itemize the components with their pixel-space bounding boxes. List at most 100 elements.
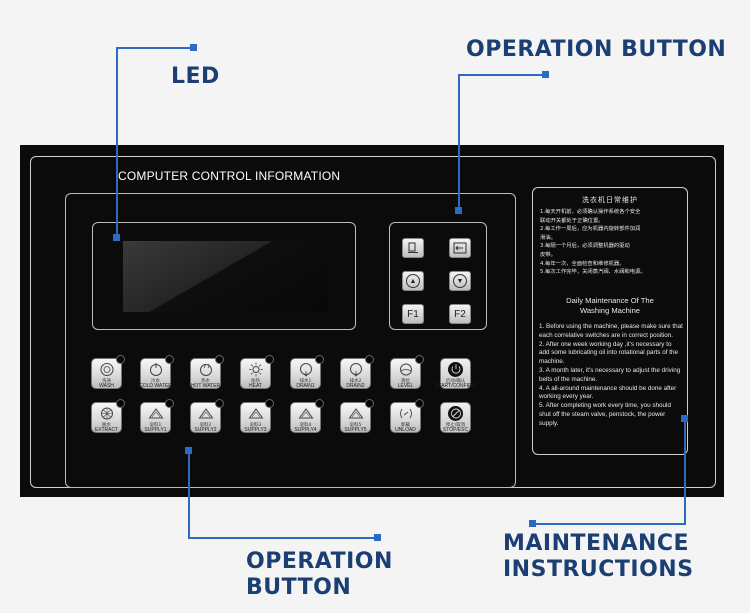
key-en-label: UNLOAD bbox=[395, 427, 416, 433]
key-zh-label: 加热 bbox=[251, 379, 260, 384]
unload-indicator bbox=[415, 399, 424, 408]
level-key[interactable]: 液位 LEVEL bbox=[390, 355, 424, 389]
operation-button-group bbox=[389, 222, 487, 330]
key-zh-label: 启动/确认 bbox=[445, 379, 466, 384]
key-zh-label: 皂料3 bbox=[249, 423, 262, 428]
callout-line-2: BUTTON bbox=[246, 575, 352, 600]
supply1-indicator bbox=[165, 399, 174, 408]
led-callout-label: LED bbox=[171, 64, 220, 89]
key-en-label: COLD WATER bbox=[139, 383, 172, 389]
key-zh-label: 排水2 bbox=[349, 379, 362, 384]
key-en-label: SUPPLY2 bbox=[194, 427, 217, 433]
supply4-key[interactable]: 皂料4 SUPPLY4 bbox=[290, 399, 324, 433]
operation-button-callout-top: OPERATION BUTTON bbox=[466, 37, 727, 62]
supply1-key[interactable]: 皂料1 SUPPLY1 bbox=[140, 399, 174, 433]
supply-icon bbox=[348, 408, 364, 419]
supply-icon bbox=[198, 408, 214, 419]
key-zh-label: 皂料4 bbox=[299, 423, 312, 428]
maintenance-target-marker bbox=[681, 415, 688, 422]
operation-button-callout-bottom: OPERATION BUTTON bbox=[246, 549, 393, 601]
supply2-key[interactable]: 皂料2 SUPPLY2 bbox=[190, 399, 224, 433]
extract-indicator bbox=[116, 399, 125, 408]
supply3-key[interactable]: 皂料3 SUPPLY3 bbox=[240, 399, 274, 433]
drain1-indicator bbox=[315, 355, 324, 364]
en-title-line-1: Daily Maintenance Of The bbox=[566, 296, 654, 305]
f2-button[interactable]: F2 bbox=[449, 304, 471, 324]
drain2-key[interactable]: 排水2 DRAIN2 bbox=[340, 355, 374, 389]
down-arrow-icon: ▼ bbox=[453, 274, 467, 288]
wash-key[interactable]: 洗涤 WASH bbox=[91, 355, 125, 389]
up-arrow-icon: ▲ bbox=[406, 274, 420, 288]
hot-water-key[interactable]: 热水 HOT WATER bbox=[190, 355, 224, 389]
heat-indicator bbox=[265, 355, 274, 364]
drain1-key[interactable]: 排水1 DRAIN1 bbox=[290, 355, 324, 389]
supply3-indicator bbox=[265, 399, 274, 408]
key-en-label: EXTRACT bbox=[94, 427, 119, 433]
extract-icon bbox=[101, 407, 113, 420]
supply-icon bbox=[298, 408, 314, 419]
zh-line: 联动开关都处于正确位置。 bbox=[540, 217, 604, 224]
key-en-label: HEAT bbox=[249, 383, 262, 389]
maintenance-zh-title: 洗衣机日常维护 bbox=[582, 196, 638, 204]
maintenance-callout-line-vertical bbox=[684, 418, 686, 524]
down-button[interactable]: ▼ bbox=[449, 271, 471, 291]
supply4-indicator bbox=[315, 399, 324, 408]
op-top-target-marker bbox=[455, 207, 462, 214]
zh-line: 1.每天开机前，必须确认操作系统各个安全 bbox=[540, 209, 641, 215]
document-button[interactable] bbox=[402, 238, 424, 258]
op-bottom-callout-line-horizontal bbox=[188, 537, 378, 539]
extract-key[interactable]: 脱水 EXTRACT bbox=[91, 399, 125, 433]
key-en-label: DRAIN1 bbox=[296, 383, 315, 389]
callout-line-2: INSTRUCTIONS bbox=[503, 557, 694, 582]
drain-icon bbox=[300, 363, 312, 377]
cold-water-icon bbox=[150, 363, 162, 376]
unload-icon bbox=[400, 408, 412, 419]
callout-line-1: MAINTENANCE bbox=[503, 531, 690, 556]
op-top-callout-marker bbox=[542, 71, 549, 78]
zh-line: 4.每年一次，全面检查和维修机器。 bbox=[540, 260, 625, 267]
heat-key[interactable]: 加热 HEAT bbox=[240, 355, 274, 389]
return-button[interactable] bbox=[449, 238, 471, 258]
key-zh-label: 皂料2 bbox=[199, 423, 212, 428]
level-indicator bbox=[415, 355, 424, 364]
key-zh-label: 热水 bbox=[201, 379, 210, 384]
key-en-label: LEVEL bbox=[397, 383, 414, 389]
led-display bbox=[123, 241, 328, 312]
control-section-frame bbox=[65, 193, 516, 488]
hot-water-indicator bbox=[215, 355, 224, 364]
power-icon bbox=[448, 362, 463, 377]
zh-line: 滑油。 bbox=[540, 234, 556, 241]
maintenance-en-title: Daily Maintenance Of The Washing Machine bbox=[533, 296, 687, 316]
stop-symbol-icon bbox=[451, 408, 461, 419]
op-bottom-callout-line-vertical bbox=[188, 450, 190, 538]
led-target-marker bbox=[113, 234, 120, 241]
key-en-label: SUPPLY4 bbox=[294, 427, 317, 433]
zh-line: 2.每工作一周后，应为机器内旋转部件加润 bbox=[540, 226, 641, 233]
hot-water-icon bbox=[200, 363, 212, 376]
supply5-key[interactable]: 皂料5 SUPPLY5 bbox=[340, 399, 374, 433]
maintenance-zh-text: 1.每天开机前，必须确认操作系统各个安全 联动开关都处于正确位置。 2.每工作一… bbox=[540, 208, 681, 277]
f1-button[interactable]: F1 bbox=[402, 304, 424, 324]
supply-icon bbox=[148, 408, 164, 419]
op-bottom-target-marker bbox=[185, 447, 192, 454]
panel-title: COMPUTER CONTROL INFORMATION bbox=[118, 169, 341, 183]
start-confirm-key[interactable]: 启动/确认 START/CONFIRM bbox=[435, 358, 476, 389]
key-en-label: START/CONFIRM bbox=[435, 383, 476, 389]
key-en-label: WASH bbox=[99, 383, 114, 389]
unload-key[interactable]: 卸载 UNLOAD bbox=[390, 399, 424, 433]
key-en-label: SUPPLY3 bbox=[244, 427, 267, 433]
key-zh-label: 冷水 bbox=[151, 379, 160, 384]
zh-line: 5.每次工作完毕，关闭蒸汽阀、水阀和电源。 bbox=[540, 269, 646, 276]
key-en-label: DRAIN2 bbox=[346, 383, 365, 389]
supply-icon bbox=[248, 408, 264, 419]
stop-esc-key[interactable]: 停止/取消 STOP/ESC bbox=[440, 402, 471, 433]
up-button[interactable]: ▲ bbox=[402, 271, 424, 291]
supply5-indicator bbox=[365, 399, 374, 408]
callout-line-1: OPERATION bbox=[246, 549, 393, 574]
cold-water-key[interactable]: 冷水 COLD WATER bbox=[139, 355, 174, 389]
heat-icon bbox=[249, 362, 263, 377]
op-top-callout-line-vertical bbox=[458, 74, 460, 210]
led-callout-line-vertical bbox=[116, 47, 118, 237]
cold-water-indicator bbox=[165, 355, 174, 364]
zh-line: 皮带。 bbox=[540, 251, 556, 258]
